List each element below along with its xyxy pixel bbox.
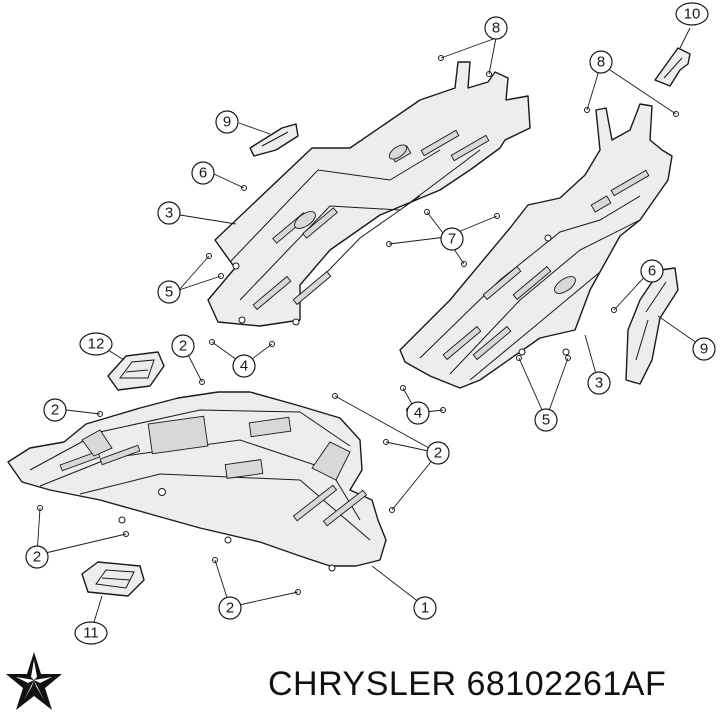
callout-3-label: 3 — [595, 375, 603, 392]
callout-9-left: 9 — [215, 110, 239, 134]
access-cover-11 — [81, 561, 145, 597]
brand-name: CHRYSLER — [268, 665, 457, 703]
bracket-9-left — [249, 123, 299, 157]
callout-2-right: 2 — [426, 441, 450, 465]
callout-1: 1 — [413, 596, 437, 620]
callout-2-label: 2 — [226, 600, 234, 617]
callout-9-right: 9 — [692, 337, 716, 361]
callout-10-label: 10 — [684, 6, 701, 23]
callout-6-right: 6 — [640, 259, 664, 283]
callout-5-left: 5 — [157, 280, 181, 304]
callout-2-label: 2 — [51, 402, 59, 419]
callout-8-upper: 8 — [484, 16, 508, 40]
callout-7: 7 — [440, 227, 464, 251]
callout-10: 10 — [675, 2, 709, 26]
callout-4-left: 4 — [232, 354, 256, 378]
callout-3-left: 3 — [157, 201, 181, 225]
callout-3-right: 3 — [587, 371, 611, 395]
callout-2-label: 2 — [33, 549, 41, 566]
main-underbody-shield — [7, 391, 387, 572]
bracket-10 — [654, 47, 691, 87]
callout-8-right: 8 — [589, 50, 613, 74]
callout-11: 11 — [74, 621, 108, 645]
callout-2-label: 2 — [179, 338, 187, 355]
callout-12-label: 12 — [88, 336, 105, 353]
callout-5-label: 5 — [542, 412, 550, 429]
callout-7-label: 7 — [448, 231, 456, 248]
callout-6-label: 6 — [648, 263, 656, 280]
underbody-shield-left — [207, 61, 531, 327]
callout-2-left: 2 — [43, 398, 67, 422]
callout-5-right: 5 — [534, 408, 558, 432]
part-caption: CHRYSLER 68102261AF — [268, 664, 666, 704]
callout-2-top: 2 — [171, 334, 195, 358]
callout-6-label: 6 — [199, 165, 207, 182]
part-number: 68102261AF — [466, 665, 667, 703]
callout-1-label: 1 — [421, 600, 429, 617]
callout-8-label: 8 — [492, 20, 500, 37]
callout-4-label: 4 — [414, 405, 422, 422]
callout-4-label: 4 — [240, 358, 248, 375]
callout-9-label: 9 — [700, 341, 708, 358]
chrysler-pentastar-icon — [6, 652, 62, 710]
leader-lines — [36, 27, 705, 633]
callout-2-bottom: 2 — [218, 596, 242, 620]
underbody-shield-right — [399, 103, 673, 389]
callout-3-label: 3 — [165, 205, 173, 222]
bracket-9-right — [625, 267, 679, 385]
callout-5-label: 5 — [165, 284, 173, 301]
callout-9-label: 9 — [223, 114, 231, 131]
callout-2-bottom-left: 2 — [25, 545, 49, 569]
callout-4-right: 4 — [406, 401, 430, 425]
callout-2-label: 2 — [434, 445, 442, 462]
callout-8-label: 8 — [597, 54, 605, 71]
callout-6-left: 6 — [191, 161, 215, 185]
access-cover-12 — [107, 351, 165, 391]
callout-12: 12 — [79, 332, 113, 356]
callout-11-label: 11 — [83, 625, 99, 642]
